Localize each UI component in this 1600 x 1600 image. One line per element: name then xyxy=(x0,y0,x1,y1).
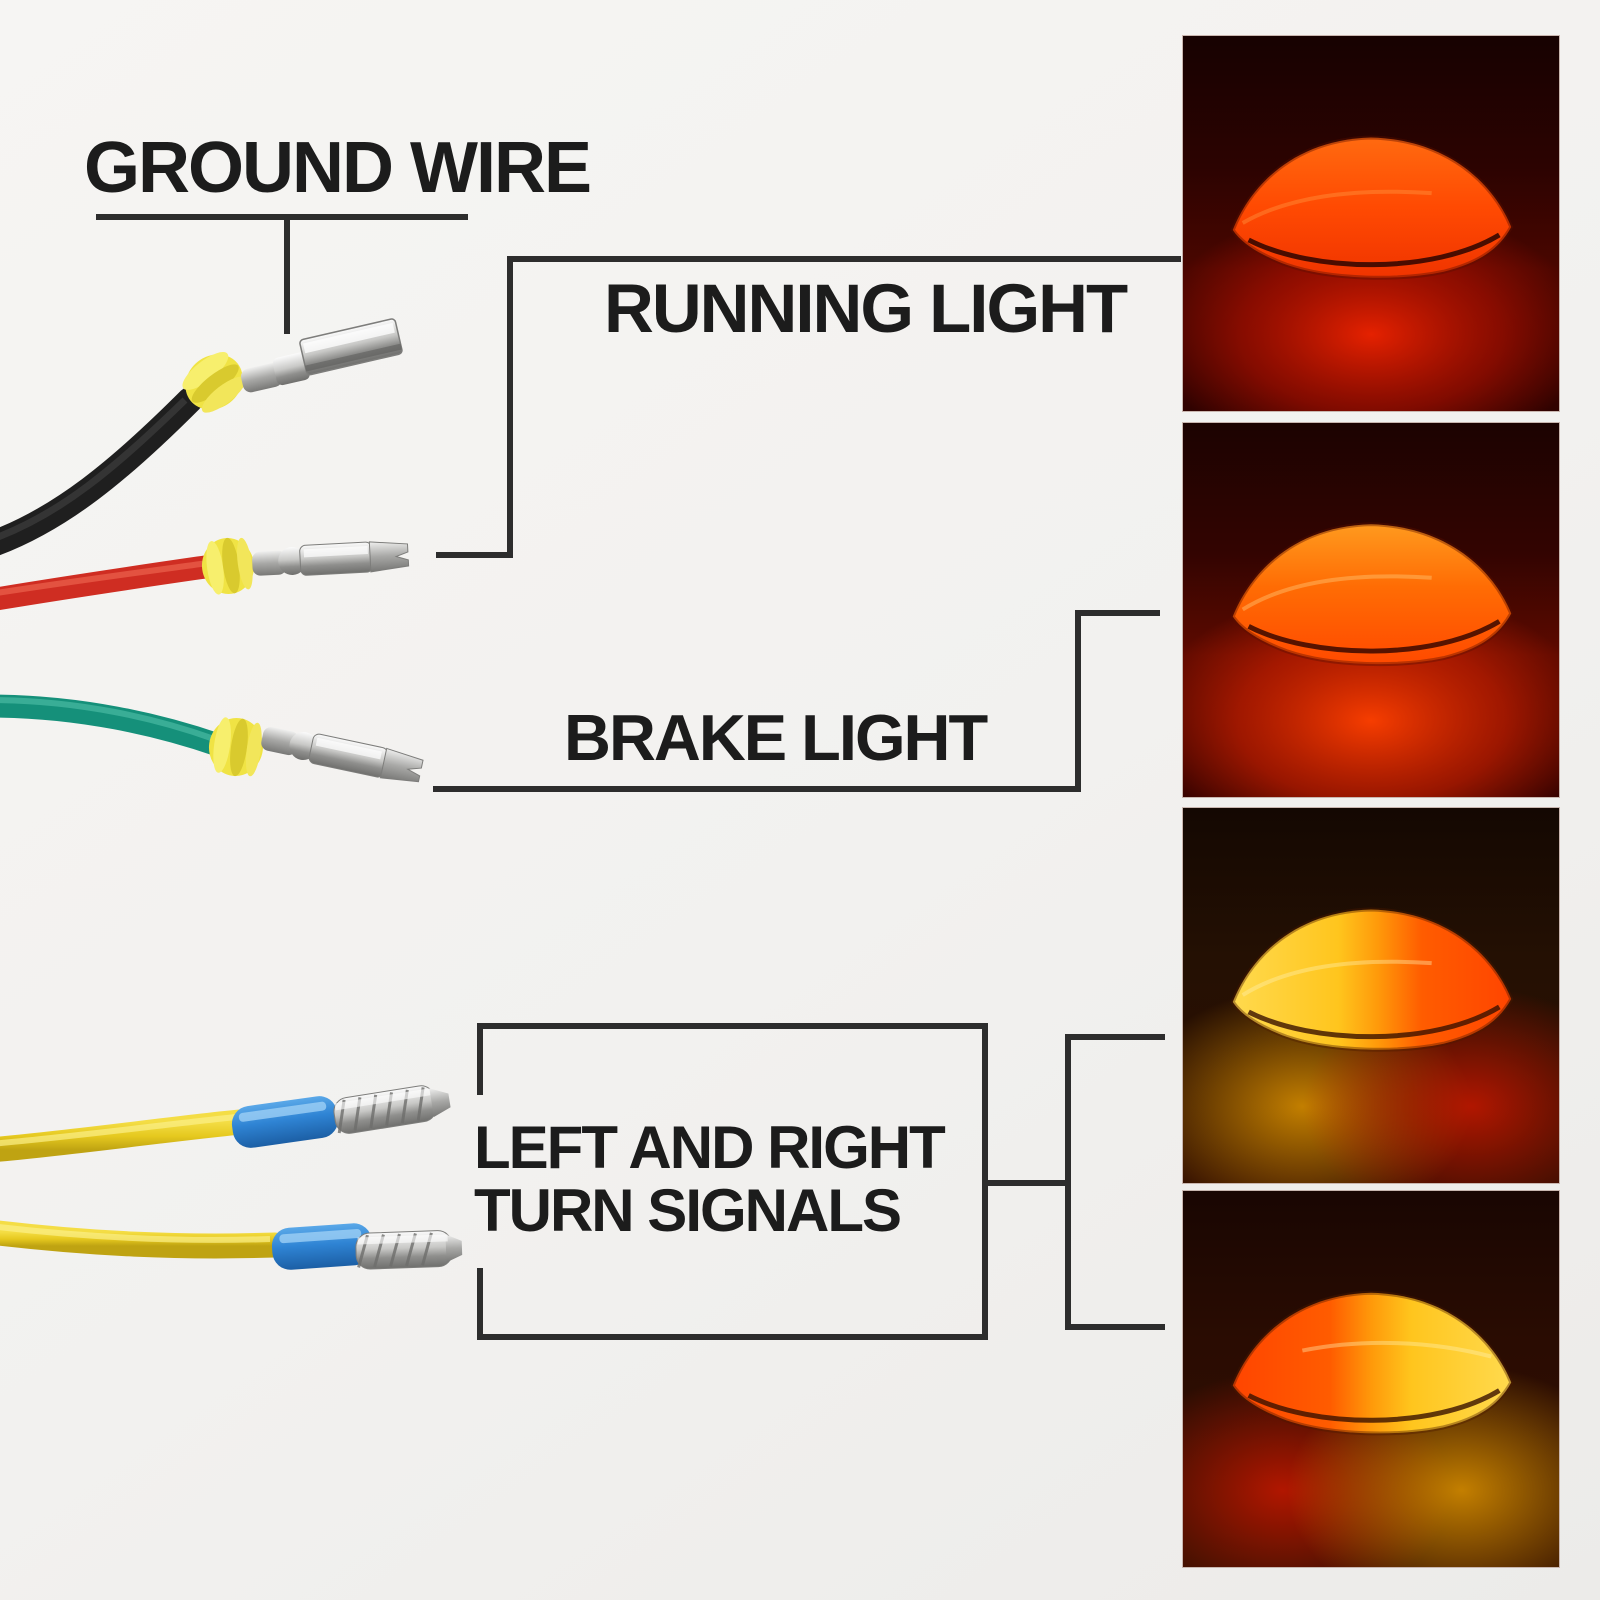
turn-signals-bracket-bottom xyxy=(1065,1324,1165,1330)
brake-light-line-top xyxy=(1075,610,1160,616)
turn-signals-line-middle xyxy=(988,1180,1068,1186)
red-running-light-wire xyxy=(0,537,410,611)
turn-signals-box-right xyxy=(982,1023,988,1340)
brake-light-line-bottom xyxy=(433,786,1081,792)
right-turn-signal-photo xyxy=(1182,1190,1560,1568)
running-light-line-top xyxy=(507,256,1181,262)
turn-signals-label-line2: TURN SIGNALS xyxy=(474,1177,902,1244)
running-light-photo xyxy=(1182,35,1560,412)
ground-wire-pointer-line xyxy=(284,214,290,334)
running-light-line-stub xyxy=(436,552,513,558)
yellow-turn-signal-wire-1 xyxy=(0,1085,451,1162)
turn-signals-label: LEFT AND RIGHT TURN SIGNALS xyxy=(474,1114,946,1244)
yellow-turn-signal-wire-2 xyxy=(0,1220,463,1270)
left-turn-signal-photo xyxy=(1182,807,1560,1184)
turn-signals-box-top xyxy=(477,1023,988,1029)
brake-light-photo xyxy=(1182,422,1560,798)
turn-signals-box-bottom xyxy=(477,1334,988,1340)
turn-signals-box-left-upper xyxy=(477,1023,483,1095)
green-brake-light-wire xyxy=(0,694,424,783)
ground-wire-label: GROUND WIRE xyxy=(84,128,592,208)
black-ground-wire xyxy=(0,318,403,556)
brake-light-line-vertical xyxy=(1075,610,1081,792)
turn-signals-bracket-vertical xyxy=(1065,1034,1071,1330)
turn-signals-box-left-lower xyxy=(477,1268,483,1340)
running-light-line-vertical xyxy=(507,256,513,558)
turn-signals-label-line1: LEFT AND RIGHT xyxy=(474,1114,946,1181)
running-light-label: RUNNING LIGHT xyxy=(604,270,1128,347)
turn-signals-bracket-top xyxy=(1065,1034,1165,1040)
ground-wire-underline xyxy=(96,214,468,220)
brake-light-label: BRAKE LIGHT xyxy=(564,701,988,774)
